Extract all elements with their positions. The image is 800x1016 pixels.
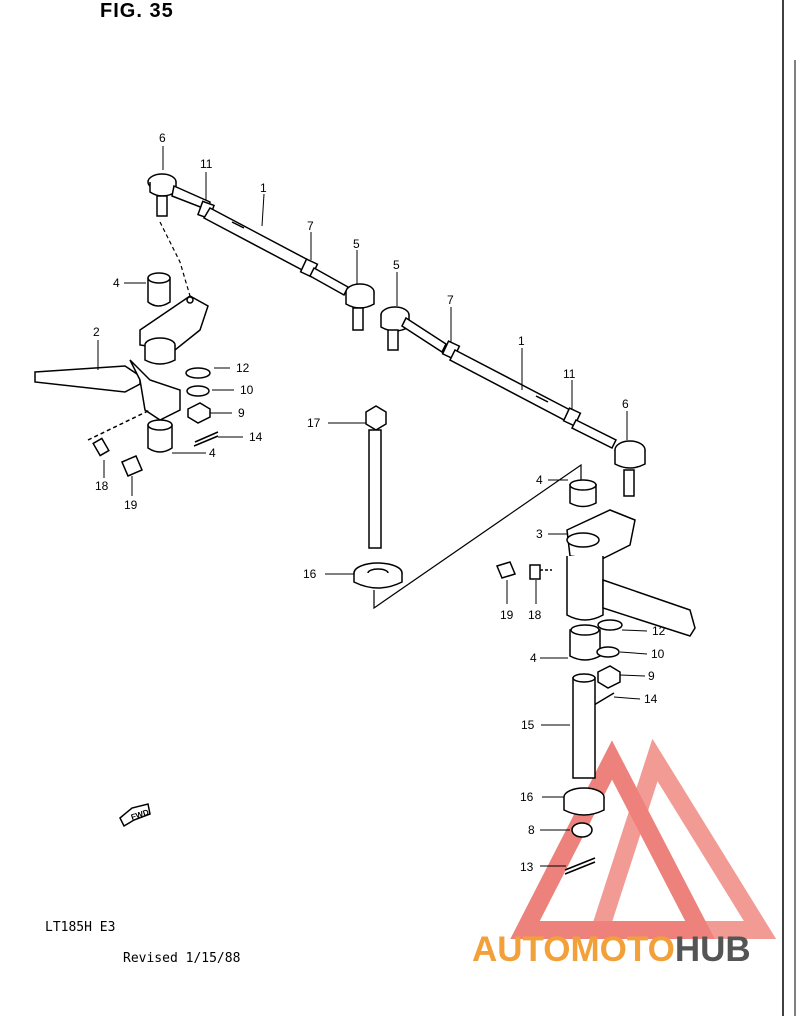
callout-12: 12 [652, 624, 666, 638]
callout-4: 4 [209, 446, 216, 460]
callout-6: 6 [622, 397, 629, 411]
callout-18: 18 [528, 608, 542, 622]
callout-9: 9 [238, 406, 245, 420]
callout-14: 14 [644, 692, 658, 706]
revision-note: Revised 1/15/88 [123, 951, 241, 966]
callout-16: 16 [303, 567, 317, 581]
callout-1: 1 [518, 334, 525, 348]
watermark-part2: HUB [674, 930, 751, 969]
callout-16: 16 [520, 790, 534, 804]
callout-11: 11 [563, 367, 576, 381]
callout-8: 8 [528, 823, 535, 837]
bracket-lines [159, 221, 582, 610]
callout-1: 1 [260, 181, 267, 195]
callout-11: 11 [200, 157, 213, 171]
callout-10: 10 [240, 383, 254, 397]
callout-19: 19 [124, 498, 138, 512]
tie-rod-lower [380, 306, 646, 497]
callout-5: 5 [393, 258, 400, 272]
knuckle-left [34, 272, 219, 477]
callout-19: 19 [500, 608, 514, 622]
callout-5: 5 [353, 237, 360, 251]
callout-6: 6 [159, 131, 166, 145]
callout-7: 7 [307, 219, 314, 233]
fig-title: FIG. 35 [100, 0, 174, 22]
callout-4: 4 [536, 473, 543, 487]
watermark-part1: AUTOMOTO [472, 930, 675, 969]
callout-15: 15 [521, 718, 535, 732]
callout-4: 4 [113, 276, 120, 290]
callout-4: 4 [530, 651, 537, 665]
knuckle-right [495, 479, 696, 875]
callout-14: 14 [249, 430, 263, 444]
callout-10: 10 [651, 647, 665, 661]
callout-7: 7 [447, 293, 454, 307]
callouts: 6 11 1 7 5 4 2 12 10 9 14 4 18 19 5 7 1 … [93, 131, 666, 874]
tie-rod-upper [147, 173, 375, 331]
callout-17: 17 [307, 416, 321, 430]
callout-12: 12 [236, 361, 250, 375]
callout-9: 9 [648, 669, 655, 683]
watermark-text: AUTOMOTOHUB [472, 930, 751, 970]
callout-18: 18 [95, 479, 109, 493]
pivot-bolt [353, 405, 403, 589]
model-code: LT185H E3 [45, 920, 116, 935]
fwd-arrow-icon: FWD [119, 803, 151, 828]
leader-lines [97, 146, 648, 867]
callout-2: 2 [93, 325, 100, 339]
callout-13: 13 [520, 860, 534, 874]
watermark-logo [510, 738, 777, 939]
callout-3: 3 [536, 527, 543, 541]
